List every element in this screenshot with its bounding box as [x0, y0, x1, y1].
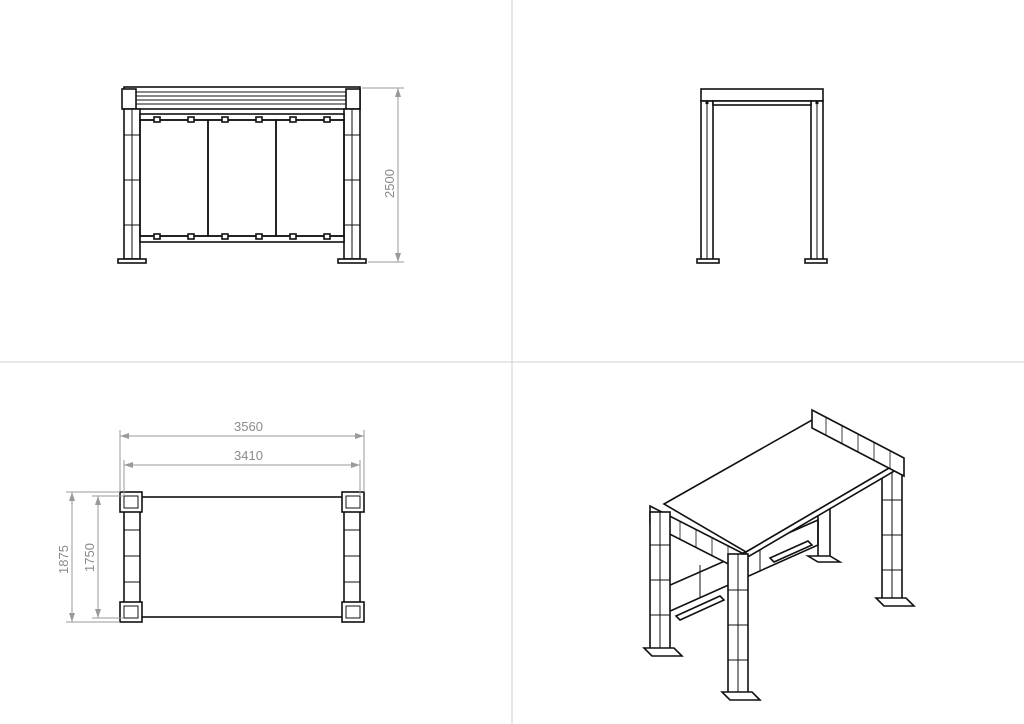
height-dimension-label: 2500	[382, 169, 397, 198]
iso-back-right-base-plate	[874, 597, 916, 607]
plan-post-top-left	[119, 491, 143, 513]
plan-roof-outline	[137, 496, 351, 618]
front-roof-band	[123, 86, 361, 110]
isometric-view	[642, 408, 916, 701]
inner-width-dimension-label: 1750	[82, 543, 97, 572]
plan-left-beam	[123, 507, 141, 609]
plan-right-beam	[343, 507, 361, 609]
iso-front-left-base-plate	[642, 647, 684, 657]
front-bottom-rail	[139, 235, 345, 243]
inner-length-dimension-label: 3410	[234, 448, 263, 463]
side-view	[696, 88, 828, 264]
side-roof-beam	[700, 88, 824, 102]
front-glass-panel-middle	[207, 119, 277, 237]
iso-front-right-base-plate	[720, 691, 762, 701]
side-right-base-plate	[804, 258, 828, 264]
outer-width-dimension-label: 1875	[56, 545, 71, 574]
iso-bench-left	[674, 595, 726, 621]
front-left-base-plate	[117, 258, 147, 264]
front-top-rail	[139, 113, 345, 121]
front-view: 2500	[117, 86, 404, 264]
front-glass-panel-right	[275, 119, 345, 237]
plan-view: 3560 3410 1875 1750	[56, 419, 365, 623]
side-left-base-plate	[696, 258, 720, 264]
plan-post-bottom-left	[119, 601, 143, 623]
front-right-base-plate	[337, 258, 367, 264]
plan-post-bottom-right	[341, 601, 365, 623]
outer-length-dimension-label: 3560	[234, 419, 263, 434]
front-glass-panel-left	[139, 119, 209, 237]
plan-post-top-right	[341, 491, 365, 513]
iso-bench-right	[768, 540, 814, 563]
